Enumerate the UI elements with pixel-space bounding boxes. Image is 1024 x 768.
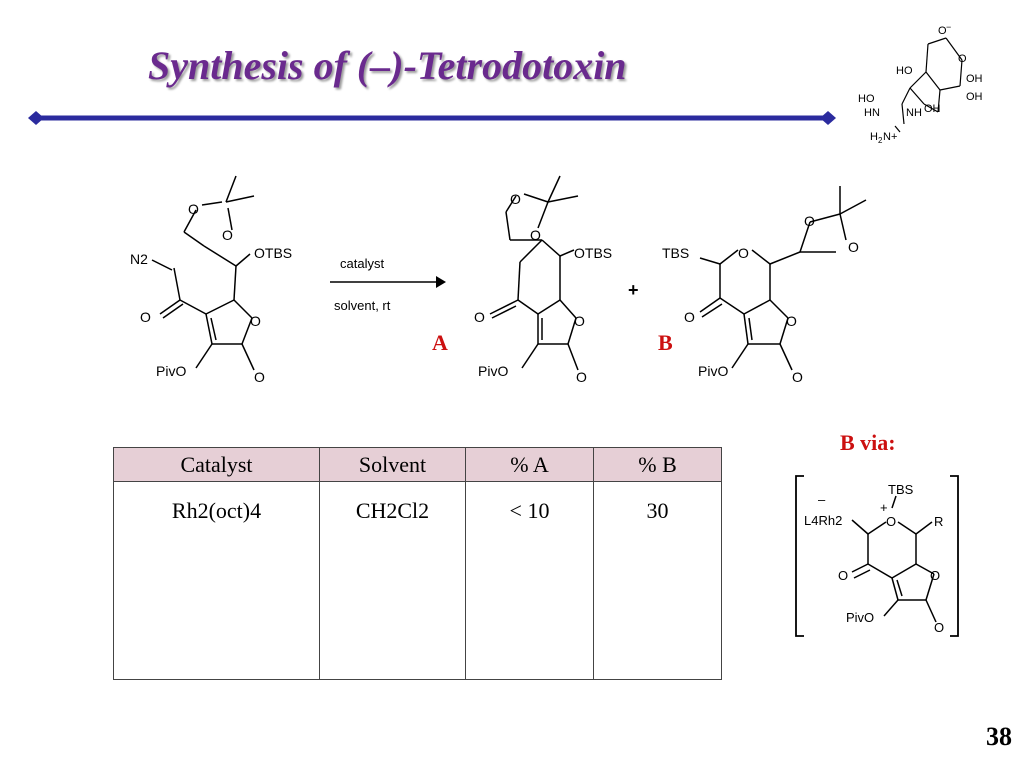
svg-text:H: H [870,131,878,143]
svg-text:O: O [786,313,797,329]
table-header-row: Catalyst Solvent % A % B [113,447,722,482]
reaction-scheme: O O OTBS N2 O O PivO O catalyst solvent,… [130,175,867,385]
svg-text:OTBS: OTBS [254,245,292,261]
page-number: 38 [986,722,1012,751]
svg-text:O: O [886,514,896,529]
header-pct-a: % A [465,447,594,482]
svg-text:O: O [938,25,947,37]
svg-text:PivO: PivO [156,363,186,379]
svg-text:O: O [254,369,265,385]
svg-text:PivO: PivO [698,363,728,379]
svg-text:O: O [958,53,967,65]
via-label: B via: [840,430,896,455]
svg-text:TBS: TBS [662,245,689,261]
svg-text:2: 2 [878,136,883,145]
title-rule [28,111,836,125]
svg-text:O: O [576,369,587,385]
svg-text:R: R [934,514,943,529]
svg-text:O: O [930,568,940,583]
arrow-top-label: catalyst [340,256,384,271]
svg-text:O: O [530,227,541,243]
svg-text:O: O [140,309,151,325]
cell-pct-a: < 10 [465,481,594,680]
svg-text:O: O [848,239,859,255]
svg-text:+: + [880,500,888,515]
svg-text:NH: NH [906,107,922,119]
header-solvent: Solvent [319,447,466,482]
svg-text:−: − [946,22,951,32]
slide-title: Synthesis of (–)-Tetrodotoxin [148,43,627,88]
svg-text:OH: OH [966,91,983,103]
svg-text:OTBS: OTBS [574,245,612,261]
svg-text:O: O [838,568,848,583]
product-a-label: A [432,330,448,355]
svg-text:O: O [222,227,233,243]
table-row: Rh2(oct)4 CH2Cl2 < 10 30 [113,481,722,680]
svg-text:–: – [818,492,826,507]
svg-text:HO: HO [858,93,875,105]
svg-text:O: O [474,309,485,325]
svg-text:O: O [934,620,944,635]
arrow-bottom-label: solvent, rt [334,298,391,313]
svg-text:O: O [804,213,815,229]
header-catalyst: Catalyst [113,447,320,482]
svg-text:PivO: PivO [846,610,874,625]
svg-text:O: O [250,313,261,329]
svg-text:O: O [510,191,521,207]
svg-text:O: O [792,369,803,385]
svg-text:O: O [574,313,585,329]
svg-text:N2: N2 [130,251,148,267]
svg-text:O: O [738,245,749,261]
cell-pct-b: 30 [593,481,722,680]
svg-text:O: O [188,201,199,217]
svg-text:OH: OH [966,73,983,85]
svg-text:HN: HN [864,107,880,119]
product-b-label: B [658,330,673,355]
svg-text:PivO: PivO [478,363,508,379]
right-diamond-icon [820,111,836,125]
svg-text:TBS: TBS [888,482,914,497]
results-table: Catalyst Solvent % A % B Rh2(oct)4 CH2Cl… [113,447,722,680]
svg-text:N+: N+ [883,131,897,143]
left-diamond-icon [28,111,44,125]
svg-text:O: O [684,309,695,325]
svg-text:L4Rh2: L4Rh2 [804,513,842,528]
svg-text:OH: OH [924,103,941,115]
header-pct-b: % B [593,447,722,482]
plus-sign: + [628,280,639,300]
svg-text:HO: HO [896,65,913,77]
reaction-arrowhead-icon [436,276,446,288]
